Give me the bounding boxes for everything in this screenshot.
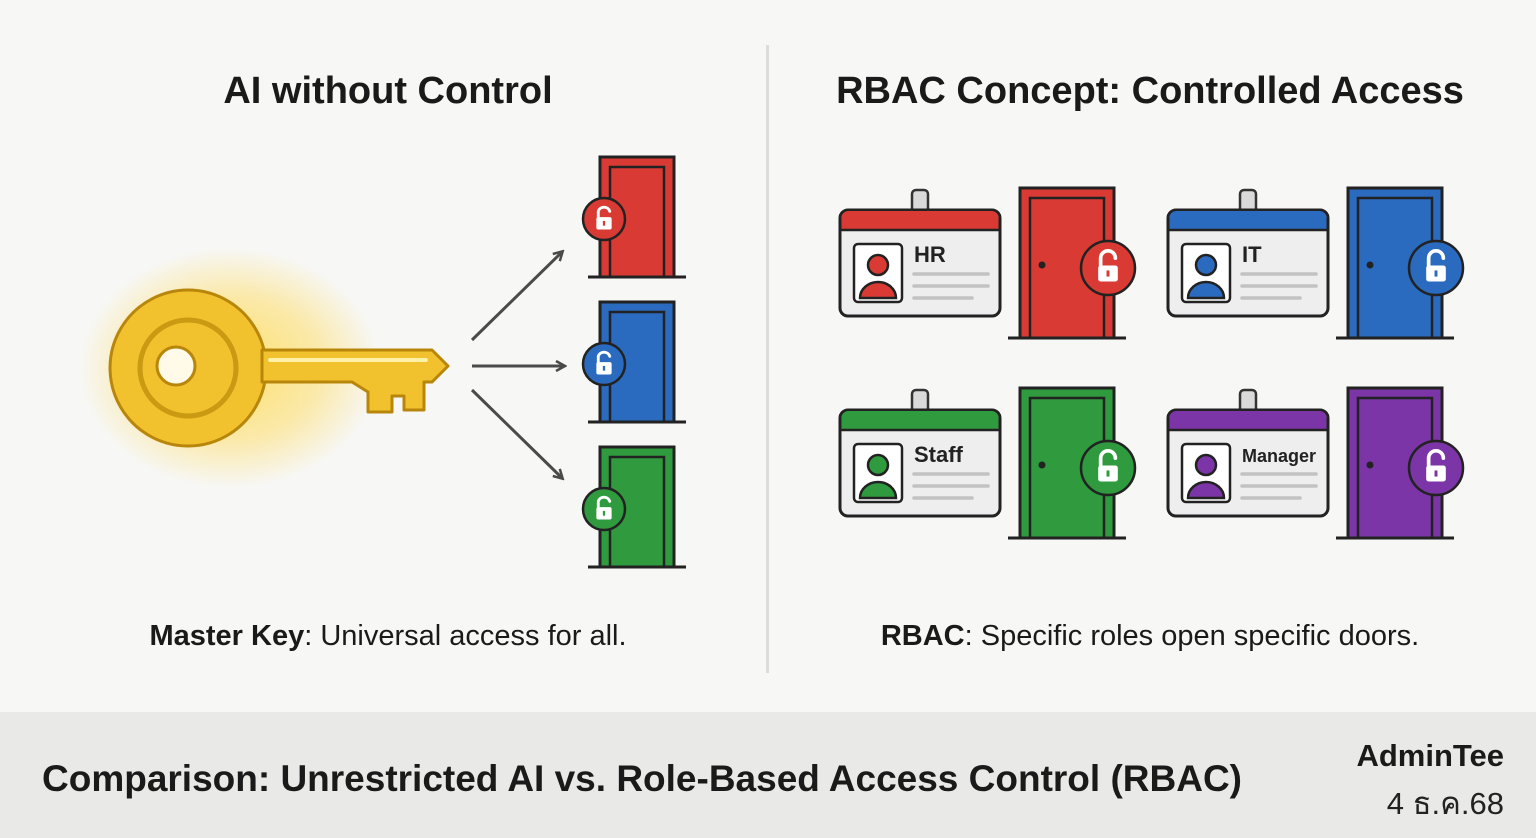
person-avatar-icon [852, 442, 904, 504]
person-avatar-icon [1180, 242, 1232, 304]
right-caption-text: : Specific roles open specific doors. [964, 620, 1420, 652]
role-label: IT [1242, 242, 1262, 267]
person-avatar-icon [852, 242, 904, 304]
access-diagram: HR IT Staff Manager [80, 155, 1465, 569]
unlocked-lock-icon [581, 341, 627, 387]
right-caption: RBAC: Specific roles open specific doors… [881, 620, 1419, 653]
door [1336, 186, 1465, 340]
panel-divider [766, 45, 769, 673]
left-door-group [581, 155, 686, 569]
master-key-icon [80, 248, 450, 488]
role-label: HR [914, 242, 946, 267]
unlocked-lock-icon [581, 196, 627, 242]
footer-bar [0, 712, 1536, 838]
left-caption-bold: Master Key [149, 620, 305, 652]
left-caption-text: : Universal access for all. [304, 620, 627, 652]
unlocked-lock-icon [581, 486, 627, 532]
left-panel-title: AI without Control [223, 70, 553, 112]
unlocked-lock-icon [1407, 439, 1465, 497]
role-card: HR [838, 188, 1002, 318]
door [1008, 386, 1137, 540]
right-caption-bold: RBAC [880, 620, 965, 652]
door [581, 155, 686, 279]
left-caption: Master Key: Universal access for all. [149, 620, 626, 653]
footer-title: Comparison: Unrestricted AI vs. Role-Bas… [42, 758, 1242, 799]
role-label: Staff [914, 442, 964, 467]
date-label: 4 ธ.ค.68 [1386, 786, 1504, 821]
role-card: IT [1166, 188, 1330, 318]
role-card: Staff [838, 388, 1002, 518]
person-avatar-icon [1180, 442, 1232, 504]
unlocked-lock-icon [1407, 239, 1465, 297]
door [581, 300, 686, 424]
access-arrows [470, 252, 564, 478]
right-panel-title: RBAC Concept: Controlled Access [836, 70, 1464, 112]
door [1008, 186, 1137, 340]
role-grid: HR IT Staff Manager [838, 186, 1465, 540]
role-label: Manager [1242, 446, 1316, 466]
unlocked-lock-icon [1079, 239, 1137, 297]
author-name: AdminTee [1356, 738, 1504, 773]
door [1336, 386, 1465, 540]
unlocked-lock-icon [1079, 439, 1137, 497]
role-card: Manager [1166, 388, 1330, 518]
door [581, 445, 686, 569]
